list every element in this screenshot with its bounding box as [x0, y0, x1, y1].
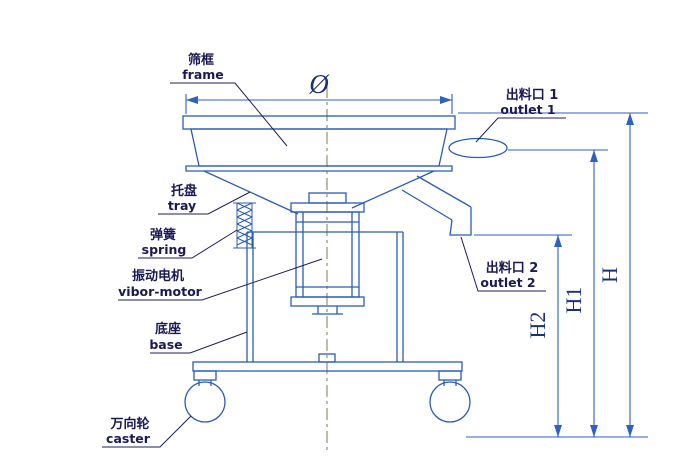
label-base-en: base [149, 337, 182, 352]
label-spring-en: spring [142, 242, 187, 257]
stand-walls [246, 231, 404, 362]
label-outlet2: 出料口 2 outlet 2 [460, 236, 546, 292]
label-tray-en: tray [168, 198, 196, 213]
dimension-diameter: Ø [185, 69, 453, 114]
label-outlet1-cn: 出料口 1 [506, 87, 559, 103]
funnel-left-slope [203, 170, 299, 215]
label-base-cn: 底座 [155, 321, 181, 337]
leader-motor [118, 258, 323, 301]
label-outlet1-en: outlet 1 [500, 102, 555, 117]
outlet2-chute [401, 175, 472, 236]
label-frame: 筛框 frame [170, 52, 288, 147]
frame-rim [182, 115, 456, 130]
label-frame-cn: 筛框 [188, 52, 214, 68]
label-motor-en: vibor-motor [118, 284, 202, 299]
label-base: 底座 base [149, 321, 248, 354]
motor-body [290, 192, 365, 315]
leader-frame [170, 82, 288, 147]
label-spring: 弹簧 spring [138, 227, 238, 259]
label-caster-en: caster [106, 431, 151, 446]
label-frame-en: frame [182, 67, 224, 82]
label-motor: 振动电机 vibor-motor [118, 258, 323, 301]
leader-tray [158, 191, 251, 215]
outlet1-spout [448, 137, 508, 159]
dimension-h1-label: H1 [561, 287, 586, 314]
label-tray: 托盘 tray [158, 183, 251, 215]
frame-flange [185, 165, 453, 172]
leader-caster [102, 415, 192, 448]
dimension-heights: H H1 H2 [458, 112, 648, 438]
frame-body [190, 128, 448, 167]
dimension-h2-label: H2 [525, 312, 550, 339]
label-caster-cn: 万向轮 [109, 416, 149, 432]
caster-right [429, 370, 471, 423]
label-outlet2-en: outlet 2 [480, 275, 535, 290]
dimension-diameter-label: Ø [308, 69, 330, 99]
label-outlet2-cn: 出料口 2 [486, 260, 539, 276]
spring-hatch [233, 202, 256, 249]
label-motor-cn: 振动电机 [132, 268, 184, 284]
machine-outline [182, 115, 508, 423]
base-center-fitting [318, 353, 336, 363]
dimension-h-label: H [597, 267, 622, 283]
label-outlet1: 出料口 1 outlet 1 [475, 87, 566, 143]
caster-left [184, 370, 226, 423]
label-caster: 万向轮 caster [102, 415, 192, 448]
leader-base [150, 331, 248, 354]
leader-outlet2 [460, 236, 546, 292]
leader-outlet1 [475, 117, 566, 143]
label-spring-cn: 弹簧 [150, 227, 176, 243]
label-tray-cn: 托盘 [171, 183, 197, 199]
leader-spring [138, 229, 238, 259]
